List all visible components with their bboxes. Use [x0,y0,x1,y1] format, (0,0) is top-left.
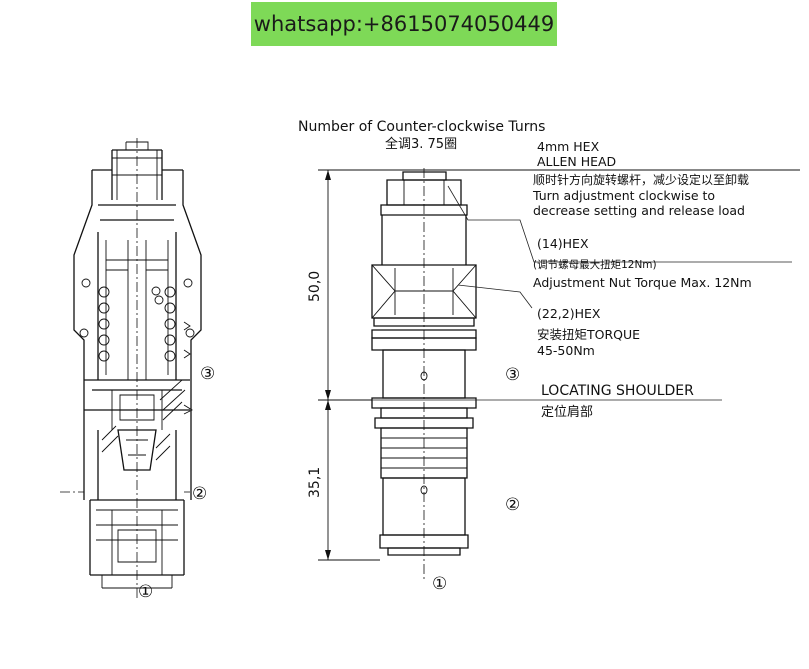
diagram-subtitle: 全调3. 75圈 [385,136,457,152]
diagram-title: Number of Counter-clockwise Turns [298,119,545,135]
leader-lines [372,185,792,401]
right-port-1-label: ① [432,574,447,594]
left-port-3-label: ③ [200,364,215,384]
callout-body-hex: (22,2)HEX [537,306,601,321]
callout-body-cn: 安装扭矩TORQUE [537,327,640,342]
left-port-1-label: ① [138,582,153,602]
contact-banner: whatsapp:+8615074050449 [251,2,557,46]
callout-body-torque: 45-50Nm [537,343,595,358]
callout-nut-cn: (调节螺母最大扭矩12Nm) [533,258,657,271]
dimension-lines [318,169,800,561]
right-port-3-label: ③ [505,365,520,385]
section-view [60,138,202,600]
callout-nut-hex: (14)HEX [537,236,589,251]
callout-allen-desc-2: decrease setting and release load [533,203,745,218]
dimension-upper: 50,0 [307,271,323,302]
callout-allen-size: 4mm HEX [537,139,600,154]
callout-shoulder: LOCATING SHOULDER [541,383,694,399]
right-port-2-label: ② [505,495,520,515]
callout-allen-head: ALLEN HEAD [537,154,616,169]
exterior-view [371,168,477,580]
left-port-2-label: ② [192,484,207,504]
callout-nut-torque: Adjustment Nut Torque Max. 12Nm [533,275,752,290]
callout-allen-cn: 顺时针方向旋转螺杆，减少设定以至卸载 [533,172,749,187]
callout-allen-desc-1: Turn adjustment clockwise to [532,188,715,203]
callout-shoulder-cn: 定位肩部 [541,404,593,420]
dimension-lower: 35,1 [307,467,323,498]
